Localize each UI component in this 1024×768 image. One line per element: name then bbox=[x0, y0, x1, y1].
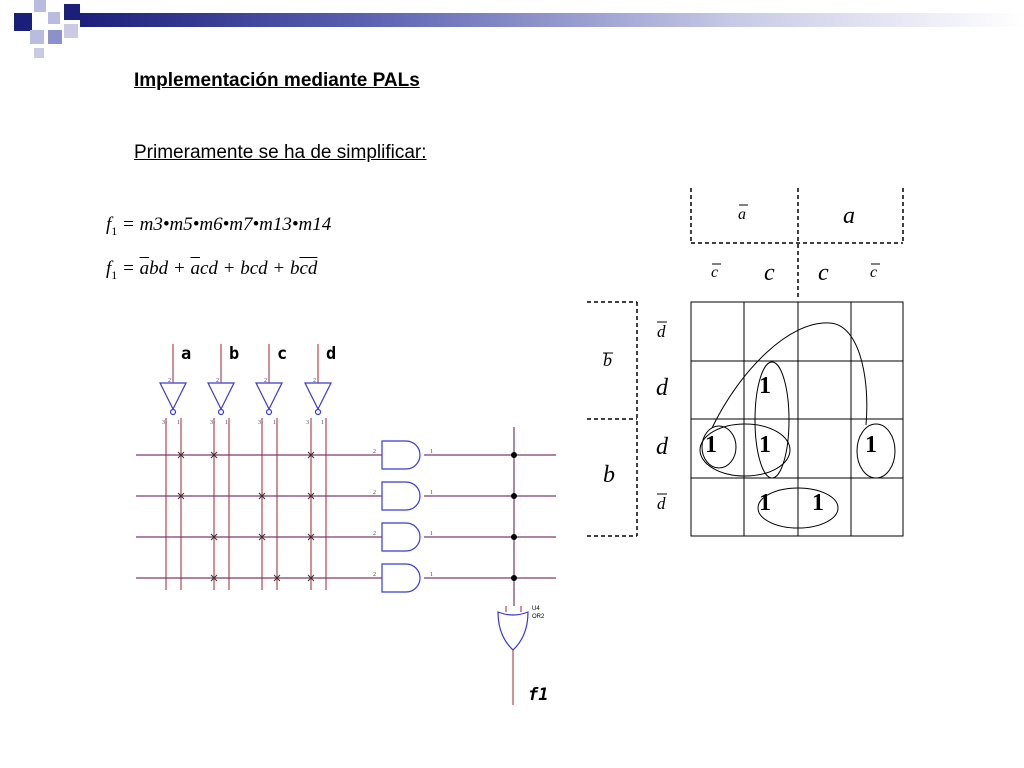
svg-text:3: 3 bbox=[162, 420, 165, 426]
equation-minterms: f1 = m3•m5•m6•m7•m13•m14 bbox=[106, 214, 331, 239]
eq2-t1-over: a bbox=[139, 258, 150, 279]
kmap-row-not-d-2: d bbox=[657, 494, 666, 513]
kmap-row-d-2: d bbox=[656, 434, 668, 460]
svg-text:2: 2 bbox=[216, 378, 219, 384]
kmap-cell-value: 1 bbox=[759, 432, 771, 458]
eq2-lhs: f bbox=[106, 258, 112, 279]
kmap-cell-value: 1 bbox=[812, 490, 824, 516]
input-wires bbox=[172, 344, 319, 383]
pin-numbers: 2 2 2 2 3 1 3 1 3 1 3 1 2 1 2 1 2 1 2 1 bbox=[162, 378, 433, 578]
kmap-header-not-a: a bbox=[738, 206, 746, 223]
eq2-t2-over: a bbox=[190, 258, 200, 279]
svg-text:3: 3 bbox=[306, 420, 309, 426]
svg-text:2: 2 bbox=[373, 531, 376, 537]
eq2-t4-first: b bbox=[289, 258, 300, 279]
column-wires bbox=[165, 418, 327, 590]
eq2-t2-prefix: + bbox=[168, 258, 191, 279]
input-label-b: b bbox=[229, 344, 240, 364]
logo-square-light-2 bbox=[48, 12, 60, 24]
svg-text:3: 3 bbox=[258, 420, 261, 426]
input-label-d: d bbox=[326, 344, 337, 364]
kmap-cell-value: 1 bbox=[759, 490, 771, 516]
input-label-c: c bbox=[277, 344, 288, 364]
kmap-left-b: b bbox=[603, 462, 615, 488]
svg-text:3: 3 bbox=[210, 420, 213, 426]
logo-square-dark-2 bbox=[64, 4, 80, 20]
header-gradient-bar bbox=[80, 13, 1024, 27]
kmap-cell-value: 1 bbox=[759, 373, 771, 399]
or-gate-ref: U4 bbox=[532, 606, 540, 612]
svg-text:2: 2 bbox=[168, 378, 171, 384]
fuse-crosses bbox=[177, 451, 315, 582]
kmap-groupings bbox=[699, 322, 896, 529]
kmap-col-not-c-1: c bbox=[711, 264, 719, 281]
eq1-rhs: = m3•m5•m6•m7•m13•m14 bbox=[122, 214, 332, 235]
kmap-row-d-1: d bbox=[656, 375, 668, 401]
kmap-header-a: a bbox=[843, 203, 855, 229]
eq1-lhs: f bbox=[106, 214, 112, 235]
svg-text:1: 1 bbox=[321, 420, 324, 426]
eq2-t4-prefix: + bbox=[267, 258, 290, 279]
equation-simplified: f1 = abd + acd + bcd + bcd bbox=[106, 258, 317, 283]
logo-square-light-3 bbox=[30, 30, 44, 44]
kmap-cell-value: 1 bbox=[865, 432, 877, 458]
kmap-overlines bbox=[603, 204, 880, 495]
eq2-t1-prefix: = bbox=[122, 258, 140, 279]
eq2-t4-over: cd bbox=[299, 258, 318, 279]
logo-square-light-5 bbox=[34, 48, 44, 58]
eq2-t3-plain: bcd bbox=[240, 258, 268, 279]
logo-square-dark-1 bbox=[14, 13, 32, 31]
svg-text:1: 1 bbox=[177, 420, 180, 426]
or-gate-type: OR2 bbox=[532, 614, 545, 620]
svg-text:1: 1 bbox=[430, 449, 433, 455]
svg-text:2: 2 bbox=[264, 378, 267, 384]
svg-text:1: 1 bbox=[430, 490, 433, 496]
kmap-left-not-b: b bbox=[603, 350, 612, 370]
slide-title: Implementación mediante PALs bbox=[134, 70, 420, 91]
logo-square-light-4 bbox=[64, 24, 78, 38]
eq1-sub: 1 bbox=[111, 223, 118, 238]
logo-square-light-1 bbox=[34, 0, 46, 12]
kmap-dashed-brackets bbox=[587, 188, 904, 537]
input-label-a: a bbox=[181, 344, 192, 364]
svg-text:2: 2 bbox=[373, 449, 376, 455]
eq2-t1-plain: bd bbox=[149, 258, 169, 279]
kmap-col-c-1: c bbox=[764, 260, 775, 286]
or-gate bbox=[497, 606, 529, 651]
svg-text:2: 2 bbox=[373, 572, 376, 578]
svg-text:1: 1 bbox=[430, 572, 433, 578]
kmap-row-not-d-1: d bbox=[657, 322, 666, 341]
svg-text:2: 2 bbox=[373, 490, 376, 496]
logo-square-mid-1 bbox=[48, 30, 62, 44]
svg-text:1: 1 bbox=[225, 420, 228, 426]
eq2-sub: 1 bbox=[111, 267, 118, 282]
kmap-grid bbox=[690, 301, 904, 537]
kmap-cell-value: 1 bbox=[705, 432, 717, 458]
svg-text:1: 1 bbox=[430, 531, 433, 537]
and-gates bbox=[381, 440, 421, 593]
eq2-t2-plain: cd bbox=[199, 258, 218, 279]
eq2-t3-prefix: + bbox=[217, 258, 241, 279]
junction-dots bbox=[511, 452, 517, 581]
slide-subtitle: Primeramente se ha de simplificar: bbox=[134, 142, 427, 163]
kmap-col-c-2: c bbox=[818, 260, 829, 286]
inverter-gates bbox=[159, 382, 332, 416]
svg-text:1: 1 bbox=[273, 420, 276, 426]
svg-text:2: 2 bbox=[313, 378, 316, 384]
output-label-f1: f1 bbox=[528, 685, 549, 705]
kmap-col-not-c-2: c bbox=[870, 264, 878, 281]
